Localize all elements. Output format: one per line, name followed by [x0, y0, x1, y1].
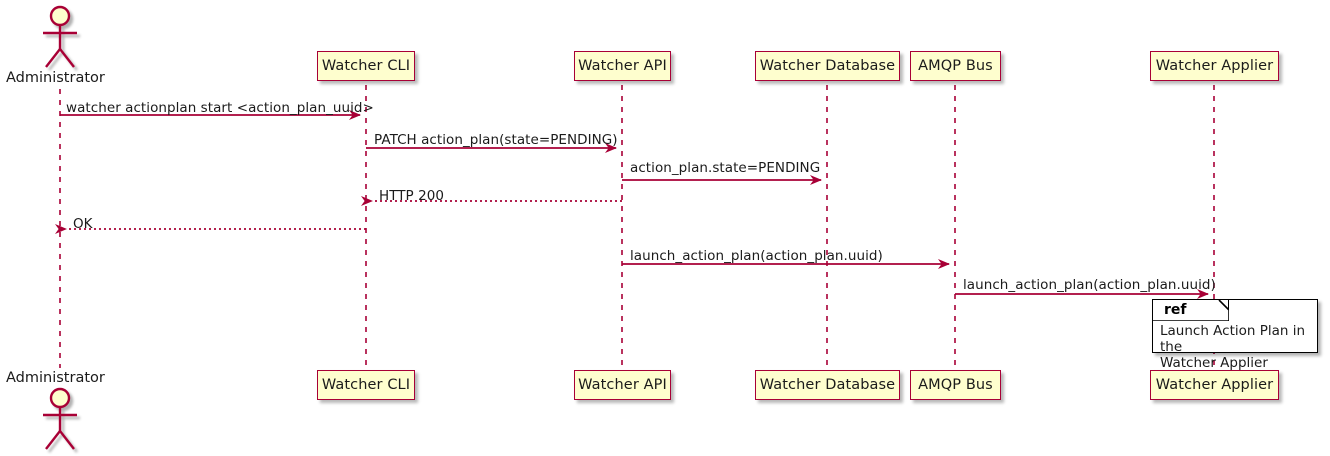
actor-leg-left	[45, 48, 61, 68]
participant-box-watcher-database-top[interactable]: Watcher Database	[755, 51, 900, 81]
ref-fragment-box[interactable]: ref Launch Action Plan in the Watcher Ap…	[1152, 299, 1318, 371]
participant-label: AMQP Bus	[918, 58, 993, 74]
participant-box-amqp-bus-top[interactable]: AMQP Bus	[910, 51, 1001, 81]
participant-label: AMQP Bus	[918, 377, 993, 393]
actor-label-administrator-bottom: Administrator	[6, 370, 105, 386]
participant-box-watcher-database-bottom[interactable]: Watcher Database	[755, 370, 900, 400]
message-label-4: HTTP 200	[379, 188, 445, 204]
participant-label: Watcher CLI	[321, 58, 411, 74]
participant-label: Watcher CLI	[321, 377, 411, 393]
ref-fragment-tab: ref	[1153, 300, 1229, 321]
participant-label: Watcher API	[578, 377, 667, 393]
participant-box-watcher-api-bottom[interactable]: Watcher API	[574, 370, 671, 400]
actor-leg-left	[45, 430, 61, 450]
participant-box-watcher-cli-bottom[interactable]: Watcher CLI	[317, 370, 415, 400]
ref-fragment-line-2: Watcher Applier	[1160, 355, 1268, 371]
participant-box-amqp-bus-bottom[interactable]: AMQP Bus	[910, 370, 1001, 400]
participant-label: Watcher Database	[759, 58, 896, 74]
actor-administrator-bottom	[43, 387, 77, 450]
actor-label-administrator-top: Administrator	[6, 70, 105, 86]
actor-head-icon	[49, 5, 71, 27]
ref-fragment-keyword: ref	[1164, 302, 1187, 318]
ref-fragment-text: Launch Action Plan in the Watcher Applie…	[1160, 323, 1317, 371]
participant-label: Watcher Database	[759, 377, 896, 393]
ref-tab-shape-icon	[1153, 300, 1229, 321]
participant-box-watcher-applier-bottom[interactable]: Watcher Applier	[1150, 370, 1279, 400]
ref-fragment-line-1: Launch Action Plan in the	[1160, 323, 1306, 355]
message-label-3: action_plan.state=PENDING	[630, 160, 821, 176]
participant-label: Watcher Applier	[1155, 377, 1274, 393]
participant-box-watcher-cli-top[interactable]: Watcher CLI	[317, 51, 415, 81]
lifelines	[59, 85, 1215, 368]
message-label-6: launch_action_plan(action_plan.uuid)	[630, 248, 883, 264]
actor-head-icon	[49, 387, 71, 409]
participant-label: Watcher API	[578, 58, 667, 74]
actor-administrator-top	[43, 5, 77, 68]
actor-leg-right	[59, 48, 75, 68]
message-label-2: PATCH action_plan(state=PENDING)	[374, 132, 618, 148]
message-label-7: launch_action_plan(action_plan.uuid)	[963, 277, 1216, 293]
participant-box-watcher-api-top[interactable]: Watcher API	[574, 51, 671, 81]
message-label-1: watcher actionplan start <action_plan_uu…	[66, 100, 374, 116]
participant-box-watcher-applier-top[interactable]: Watcher Applier	[1150, 51, 1279, 81]
actor-leg-right	[59, 430, 75, 450]
participant-label: Watcher Applier	[1155, 58, 1274, 74]
message-arrows	[55, 110, 1209, 299]
message-label-5: OK	[73, 216, 93, 232]
